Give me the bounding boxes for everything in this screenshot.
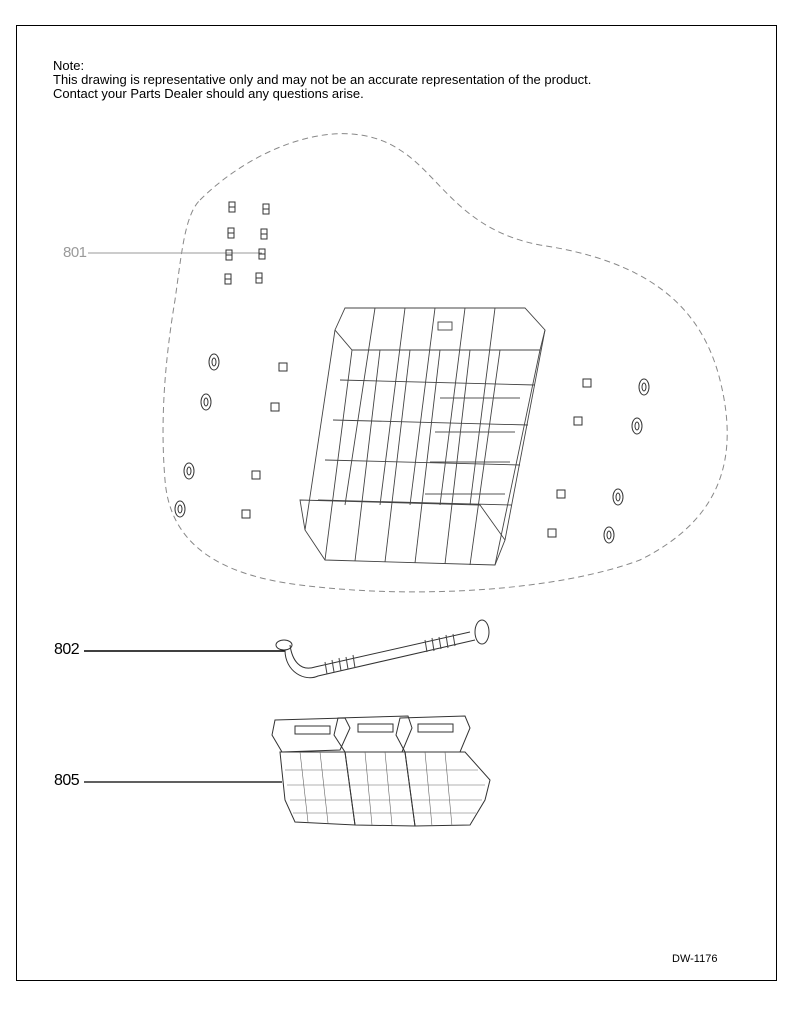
- drain-hose: [275, 619, 490, 679]
- note-heading: Note:: [53, 58, 85, 73]
- dish-rack: [299, 307, 546, 566]
- rack-wheels: [174, 353, 650, 544]
- disclaimer-note: Note: This drawing is representative onl…: [53, 59, 591, 101]
- note-line-1: This drawing is representative only and …: [53, 72, 592, 87]
- callout-802: 802: [54, 641, 80, 658]
- rack-clips: [224, 201, 592, 538]
- drawing-frame: [16, 25, 777, 981]
- callout-801: 801: [63, 244, 87, 261]
- note-line-2: Contact your Parts Dealer should any que…: [53, 86, 364, 101]
- silverware-basket: [271, 715, 491, 827]
- drawing-id: DW-1176: [672, 953, 718, 965]
- callout-805: 805: [54, 772, 80, 789]
- part-801-group-outline: [162, 133, 728, 593]
